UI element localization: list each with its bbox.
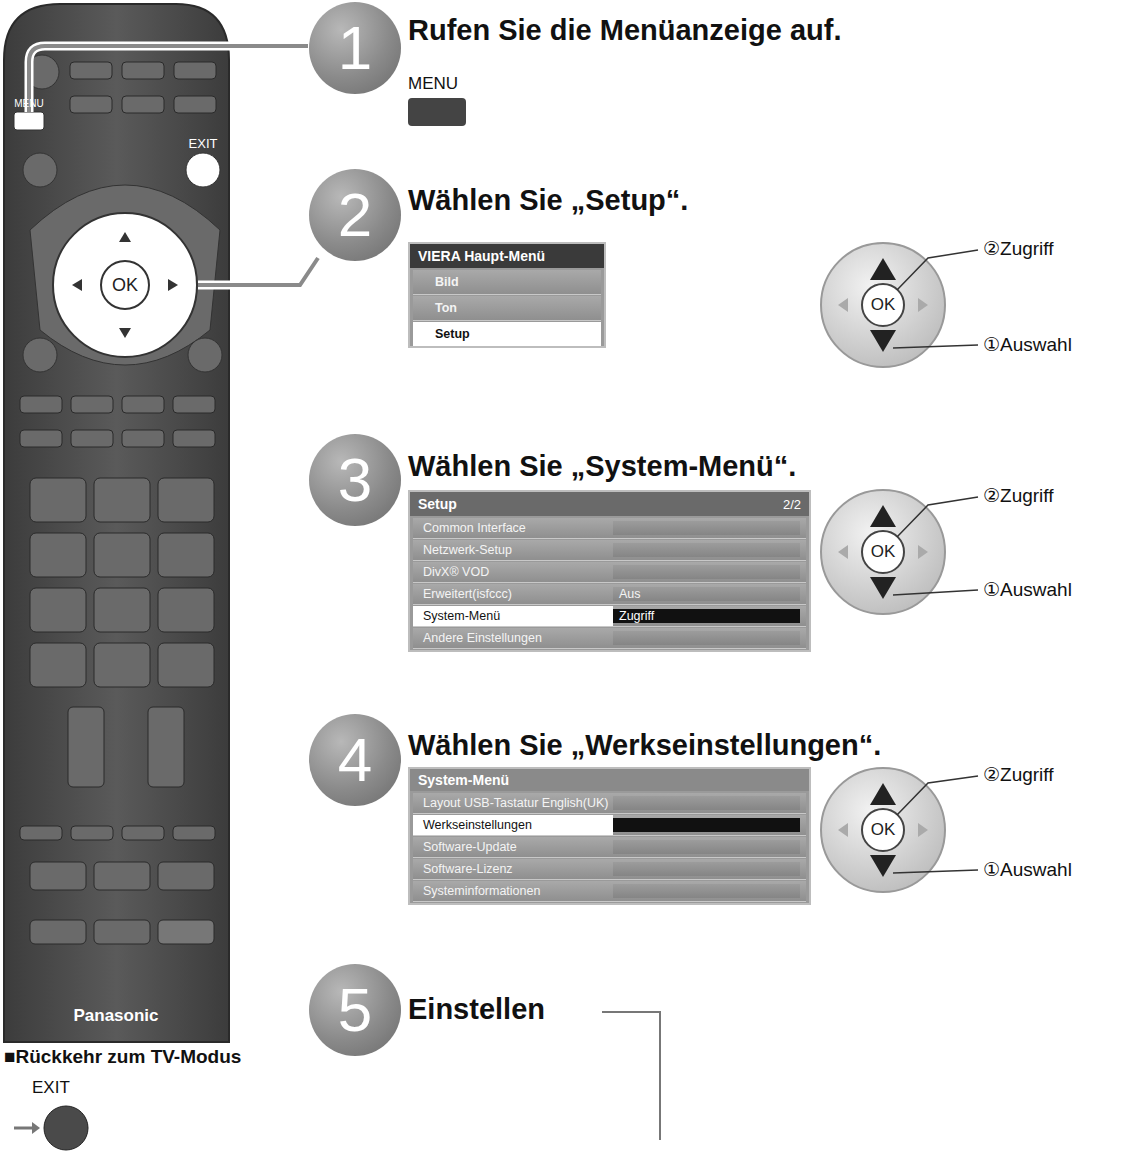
step-instruction: Rufen Sie die Menüanzeige auf. [408,14,841,47]
menu-item-text: Layout USB-Tastatur English(UK) [413,796,613,810]
menu-item-text: Netzwerk-Setup [413,543,613,557]
step-number: 2 [309,169,401,261]
menu-item: Layout USB-Tastatur English(UK) [413,793,806,814]
step-number: 4 [309,714,401,806]
dpad-ring [30,185,220,365]
menu-item-value [613,818,800,832]
menu-item: System-MenüZugriff [413,606,806,627]
menu-item-text: Software-Update [413,840,613,854]
step-number: 1 [309,2,401,94]
menu-item-text: Software-Lizenz [413,862,613,876]
menu-item: Werkseinstellungen [413,815,806,836]
callout-number: 3 [338,449,372,511]
note: ■Rückkehr zum TV-Modus [4,1046,241,1068]
exit-button-icon [44,1106,88,1150]
menu-title: Setup [418,496,457,512]
menu-item-value [613,565,800,579]
key-label: ①Auswahl [983,334,1072,356]
step-instruction: Wählen Sie „System-Menü“. [408,450,796,483]
menu-item: DivX® VOD [413,562,806,583]
step-instruction: Einstellen [408,993,545,1026]
exit-button [186,153,220,187]
button-label: OK [112,275,138,296]
callout-number: 2 [338,184,372,246]
menu-header: System-Menü [410,769,809,791]
step-number: 5 [309,964,401,1056]
menu-item: Bild [413,270,601,295]
step-instruction: Wählen Sie „Werkseinstellungen“. [408,729,881,762]
key-label: ①Auswahl [983,579,1072,601]
menu-header: Setup 2/2 [410,492,809,516]
menu-item-value [613,796,800,810]
menu-item-text: Werkseinstellungen [413,815,613,835]
menu-item: Netzwerk-Setup [413,540,806,561]
button-name: EXIT [32,1078,70,1098]
menu-item-value: Aus [613,587,800,601]
menu-screen: VIERA Haupt-MenüBildTonSetup [408,242,606,348]
callout-number: 1 [338,17,372,79]
menu-item-value [613,543,800,557]
menu-header: VIERA Haupt-Menü [410,244,604,268]
menu-item-text: Setup [413,322,601,346]
menu-item: Systeminformationen [413,881,806,902]
button-label: OK [871,820,896,840]
step-number: 3 [309,434,401,526]
bracket [602,1012,660,1140]
key-label: ②Zugriff [983,238,1054,260]
dpad [53,213,197,357]
key-label: ②Zugriff [983,764,1054,786]
key-label: ①Auswahl [983,859,1072,881]
menu-item-value [613,631,800,645]
key-label: ②Zugriff [983,485,1054,507]
menu-screen: System-MenüLayout USB-Tastatur English(U… [408,767,811,905]
menu-item-text: Systeminformationen [413,884,613,898]
menu-item: Software-Lizenz [413,859,806,880]
menu-screen: Setup 2/2Common InterfaceNetzwerk-SetupDi… [408,490,811,652]
button-label: EXIT [189,137,218,152]
menu-item-text: Common Interface [413,521,613,535]
remote-body [4,4,229,1042]
menu-title: System-Menü [418,772,509,788]
menu-item-text: System-Menü [413,606,613,626]
menu-item-value [613,884,800,898]
menu-item-text: Andere Einstellungen [413,631,613,645]
brand-name: Panasonic [73,1006,158,1026]
menu-item-text: Erweitert(isfccc) [413,587,613,601]
menu-item-value: Zugriff [613,609,800,623]
step-instruction: Wählen Sie „Setup“. [408,184,688,217]
menu-item-value [613,840,800,854]
button-label: OK [871,295,896,315]
menu-item: Andere Einstellungen [413,628,806,649]
menu-item: Setup [413,322,601,347]
callout-number: 5 [338,979,372,1041]
menu-item-text: Ton [413,301,601,315]
callout-number: 4 [338,729,372,791]
button-label: MENU [14,98,43,110]
button-name: MENU [408,74,458,94]
button-label: OK [871,542,896,562]
menu-title: VIERA Haupt-Menü [418,248,545,264]
dpad-icon [821,490,978,614]
dpad-icon [821,768,978,892]
ok-button [101,261,149,309]
menu-icon [408,98,466,126]
menu-item: Erweitert(isfccc)Aus [413,584,806,605]
menu-button [14,112,44,130]
menu-item: Ton [413,296,601,321]
menu-item-value [613,862,800,876]
menu-item: Software-Update [413,837,806,858]
menu-title: 2/2 [783,497,801,512]
menu-item: Common Interface [413,518,806,539]
menu-item-text: DivX® VOD [413,565,613,579]
menu-item-value [613,521,800,535]
menu-item-text: Bild [413,275,601,289]
dpad-icon [821,243,978,367]
